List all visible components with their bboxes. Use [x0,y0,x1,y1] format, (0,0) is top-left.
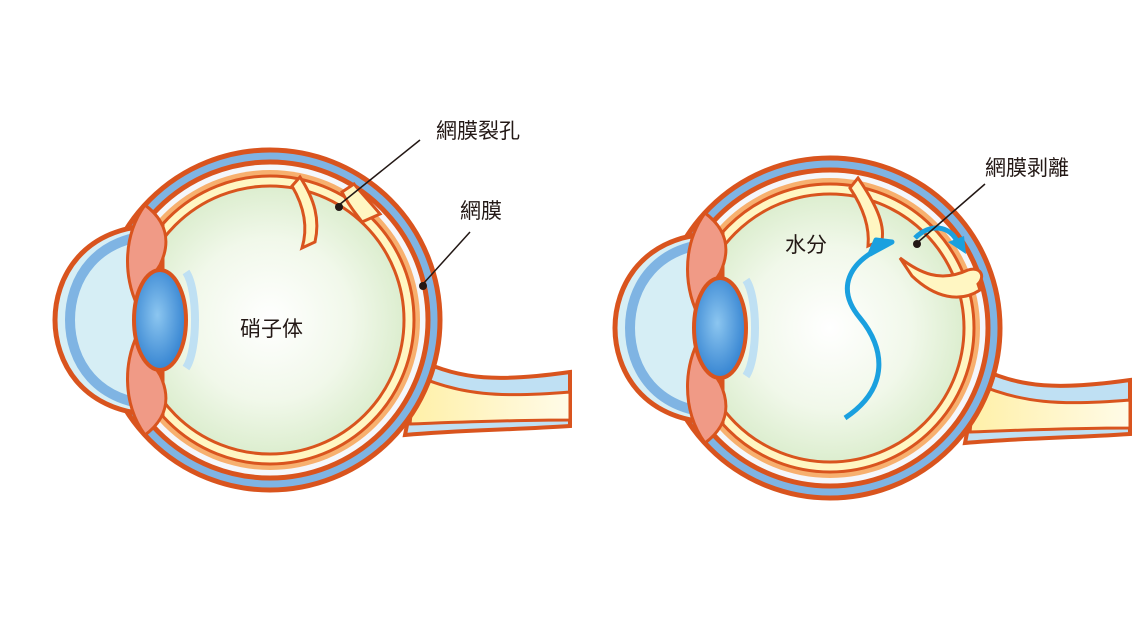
water-flow-arrow [843,245,882,421]
detached-retina [898,256,984,299]
curved-arrow [948,236,966,254]
retinal-detachment-leader [916,183,986,244]
retinal-flap [290,174,319,251]
curved-arrow [867,237,895,257]
label-retina: 網膜 [460,199,502,223]
retinal-hole-leader [338,139,421,206]
label-retinal-hole: 網膜裂孔 [436,119,520,143]
retina-leader [422,231,471,285]
leader-dot [913,240,921,248]
leader-dot [419,282,427,290]
retinal-tear-edge [340,181,383,224]
leader-dot [335,203,343,211]
right-eye-diagram [615,158,1130,498]
label-water: 水分 [785,233,827,257]
left-eye-diagram [55,150,570,490]
detachment-arrow [913,225,961,245]
label-retinal-detachment: 網膜剥離 [985,156,1069,180]
label-vitreous: 硝子体 [240,317,303,341]
